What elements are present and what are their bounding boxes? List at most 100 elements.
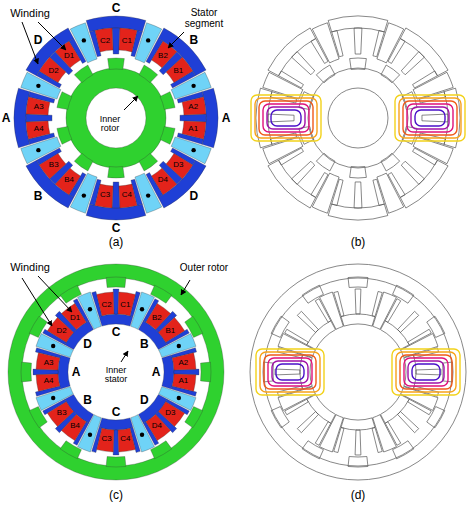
leader-line: [124, 96, 138, 110]
panel-caption: (c): [109, 489, 123, 502]
core-piece: [268, 160, 316, 208]
core-piece: [373, 30, 384, 56]
panel-a: [14, 16, 218, 220]
flux-line: [260, 352, 320, 392]
core-piece: [95, 28, 113, 52]
core-piece: [350, 167, 367, 178]
core-piece: [108, 58, 125, 69]
core-piece: [385, 299, 401, 323]
core-piece: [29, 316, 47, 337]
core-piece: [58, 355, 70, 389]
core-piece: [172, 353, 196, 370]
coil-label: B1: [165, 327, 175, 335]
core-piece: [158, 402, 184, 427]
core-piece: [328, 16, 388, 32]
leader-line: [121, 351, 128, 362]
part-label: Stator segment: [178, 8, 230, 29]
coil-label: B3: [57, 409, 67, 417]
core-piece: [350, 58, 367, 69]
core-piece: [373, 179, 384, 205]
winding-label: Winding: [10, 8, 50, 20]
core-piece: [106, 457, 126, 467]
core-piece: [180, 114, 206, 122]
core-piece: [316, 65, 335, 83]
core-piece: [401, 387, 438, 411]
core-piece: [152, 168, 177, 195]
core-piece: [8, 264, 224, 480]
core-piece: [166, 154, 193, 179]
core-piece: [201, 362, 211, 382]
coil-label: C2: [100, 37, 110, 45]
coil-label: D1: [64, 52, 74, 60]
core-piece: [99, 314, 133, 326]
core-piece: [26, 121, 50, 139]
panel-caption: (b): [351, 236, 366, 249]
core-piece: [381, 65, 400, 83]
core-piece: [408, 399, 432, 415]
core-piece: [36, 353, 60, 370]
core-piece: [152, 41, 177, 68]
flux-line: [268, 358, 312, 386]
core-piece: [95, 184, 113, 208]
core-piece: [285, 399, 309, 415]
flux-line: [403, 101, 457, 135]
core-piece: [354, 182, 362, 208]
core-piece: [97, 292, 114, 316]
core-piece: [372, 291, 382, 316]
panel-c: [8, 264, 224, 480]
core-piece: [355, 289, 361, 314]
core-piece: [381, 321, 410, 350]
flux-line: [276, 364, 304, 380]
coil-label: D4: [158, 176, 168, 184]
leader-line: [38, 276, 72, 312]
phase-letter: A: [152, 366, 161, 379]
phase-letter: B: [189, 34, 198, 47]
core-piece: [328, 204, 388, 220]
core-piece: [400, 160, 448, 208]
core-piece: [408, 329, 432, 345]
core-piece: [160, 92, 175, 110]
flux-line: [400, 355, 452, 389]
coil-label: A2: [188, 103, 198, 111]
core-piece: [106, 277, 126, 287]
flux-line: [263, 104, 309, 132]
bolt-dot: [191, 148, 195, 152]
core-piece: [332, 179, 343, 205]
core-piece: [373, 292, 397, 329]
core-piece: [413, 148, 438, 165]
core-piece: [139, 65, 158, 83]
core-piece: [119, 184, 137, 208]
bolt-dot: [140, 433, 144, 437]
leader-line: [22, 278, 52, 326]
core-piece: [61, 414, 86, 440]
core-piece: [320, 415, 344, 452]
coil-label: A1: [188, 125, 198, 133]
core-piece: [416, 369, 441, 375]
bolt-dot: [140, 307, 144, 311]
phase-letter: D: [34, 34, 43, 47]
coil-label: A3: [34, 103, 44, 111]
coil-label: A4: [44, 377, 54, 385]
panel-b: [251, 16, 465, 220]
core-piece: [60, 441, 81, 459]
coil-label: D3: [165, 409, 175, 417]
core-piece: [185, 407, 203, 428]
core-piece: [348, 457, 368, 467]
core-piece: [119, 28, 137, 52]
core-piece: [311, 39, 328, 64]
coil-label: B4: [64, 176, 74, 184]
coil-label: A3: [44, 358, 54, 366]
core-piece: [97, 428, 114, 452]
core-piece: [307, 395, 336, 424]
phase-letter: C: [112, 406, 121, 419]
coil-label: C4: [122, 191, 132, 199]
flux-line: [396, 352, 456, 392]
core-piece: [297, 311, 318, 332]
bolt-dot: [36, 148, 40, 152]
core-piece: [151, 441, 172, 459]
bolt-dot: [82, 193, 86, 197]
core-piece: [139, 153, 158, 171]
flux-line: [256, 349, 324, 395]
